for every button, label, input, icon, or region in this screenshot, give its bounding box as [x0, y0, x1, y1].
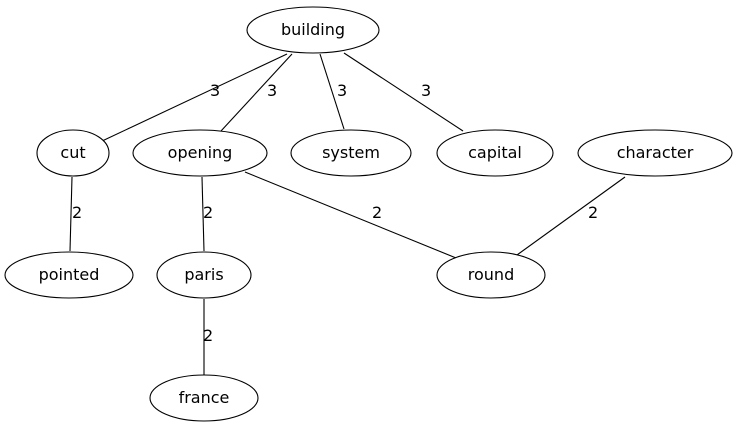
node-paris-label: paris	[184, 265, 223, 284]
node-character-ellipse	[577, 129, 733, 177]
edge-weight-building-system: 3	[337, 81, 347, 100]
nodes: building cut opening system capital char…	[4, 6, 733, 422]
edge-weight-character-round: 2	[588, 203, 598, 222]
node-cut: cut	[36, 129, 110, 177]
node-building-label: building	[281, 20, 345, 39]
node-france: france	[149, 374, 259, 422]
node-round-label: round	[468, 265, 514, 284]
node-character-label: character	[617, 143, 694, 162]
node-opening: opening	[132, 129, 268, 177]
node-france-ellipse	[149, 374, 259, 422]
node-capital-ellipse	[436, 129, 554, 177]
edge-labels: 3 3 3 3 2 2 2 2 2	[72, 81, 598, 345]
node-system: system	[290, 129, 412, 177]
edge-opening-round	[244, 171, 462, 261]
node-cut-ellipse	[36, 129, 110, 177]
edge-building-system	[319, 53, 345, 130]
edge-building-capital	[343, 52, 464, 132]
node-paris-ellipse	[156, 251, 252, 299]
node-pointed-label: pointed	[39, 265, 100, 284]
edge-weight-paris-france: 2	[203, 326, 213, 345]
node-character: character	[577, 129, 733, 177]
edge-weight-cut-pointed: 2	[72, 203, 82, 222]
edge-cut-pointed	[69, 176, 73, 252]
node-opening-label: opening	[168, 143, 233, 162]
edge-weight-building-cut: 3	[210, 81, 220, 100]
node-building-ellipse	[246, 6, 380, 54]
node-france-label: france	[179, 388, 230, 407]
edge-building-cut	[99, 53, 288, 143]
edge-weight-opening-paris: 2	[203, 203, 213, 222]
node-pointed: pointed	[4, 251, 134, 299]
node-pointed-ellipse	[4, 251, 134, 299]
edge-opening-paris	[201, 176, 205, 252]
node-round-ellipse	[436, 251, 546, 299]
node-cut-label: cut	[60, 143, 85, 162]
node-capital-label: capital	[468, 143, 522, 162]
edge-weight-opening-round: 2	[372, 203, 382, 222]
edges	[69, 52, 626, 375]
node-system-ellipse	[290, 129, 412, 177]
edge-building-opening	[220, 53, 293, 132]
node-round: round	[436, 251, 546, 299]
edge-weight-building-capital: 3	[421, 81, 431, 100]
node-capital: capital	[436, 129, 554, 177]
edge-weight-building-opening: 3	[267, 81, 277, 100]
node-opening-ellipse	[132, 129, 268, 177]
edge-character-round	[516, 176, 626, 256]
node-paris: paris	[156, 251, 252, 299]
node-system-label: system	[322, 143, 380, 162]
node-building: building	[246, 6, 380, 54]
